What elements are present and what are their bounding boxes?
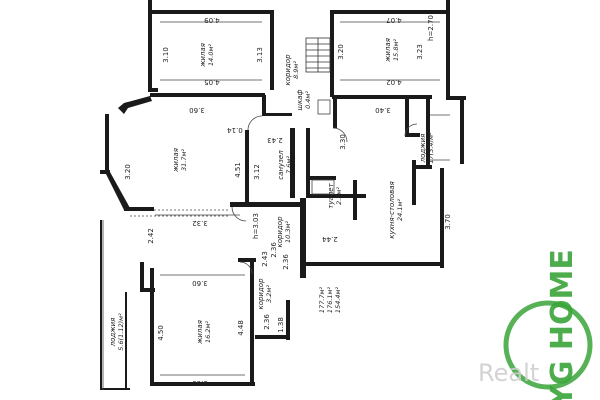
room-area: 2.5м² [335,187,343,205]
brand-circle [503,300,593,390]
room-loggia-right: лоджия 17(3.4)м² [419,132,435,164]
brand-text: YG HOME [545,249,580,400]
dimension: 3.10 [162,47,170,63]
ceiling-height: h=3.03 [252,213,260,239]
room-area: 17(3.4)м² [427,132,435,164]
dimension: 2.36 [282,254,290,270]
room-living-large: жилая 31.7м² [172,148,188,173]
dimension: 4.48 [237,320,245,336]
total-area-1: 177.7м² [318,287,326,314]
dimension: 2.44 [322,235,338,243]
room-name: шкаф [296,90,304,111]
dimension: 3.20 [337,44,345,60]
room-name: жилая [172,148,180,173]
room-bedroom-right-top: жилая 15.8м² [384,38,400,63]
room-name: жилая [384,38,392,63]
room-closet: шкаф 0.4м² [296,90,312,111]
room-area: 31.7м² [180,149,188,171]
room-name: кухня-столовая [388,181,396,238]
room-corridor-top: коридор 8.9м² [284,54,300,86]
brand-watermark: YG HOME [503,249,593,400]
dimension: 3.23 [416,44,424,60]
dimension: 3.32 [192,219,208,227]
dimension: 3.40 [375,106,391,114]
room-name: жилая [199,43,207,68]
room-area: 10.3м² [284,221,292,243]
walls [100,0,466,390]
room-toilet: туалет 2.5м² [327,182,343,208]
dimension: 4.51 [234,162,242,178]
dimension: 2.36 [263,314,271,330]
room-area: 0.4м² [304,91,312,109]
dimension: 2.43 [267,136,283,144]
dimension: 3.12 [253,164,261,180]
dimension: 3.60 [192,379,208,387]
dimension: 3.60 [192,279,208,287]
room-corridor-low: коридор 3.2м² [257,278,273,310]
room-name: лоджия [419,134,427,164]
area-totals: 177.7м² 176.1м² 154.4м² [318,287,342,314]
room-name: туалет [327,182,335,208]
dimension: 4.07 [386,16,402,24]
room-name: коридор [284,54,292,86]
dimension: 4.50 [157,325,165,341]
room-area: 16.2м² [204,321,212,343]
total-area-2: 176.1м² [326,287,334,314]
room-area: 7.6м² [285,156,293,174]
room-bedroom-bottom: жилая 16.2м² [196,320,212,345]
dimension: 2.42 [147,228,155,244]
room-name: санузел [277,150,285,180]
room-area: 8.9м² [292,61,300,79]
dimension: 0.14 [227,126,243,134]
dimension: 3.30 [339,134,347,150]
room-area: 24.1м² [396,199,404,221]
room-area: 15.8м² [392,39,400,61]
room-loggia-left: лоджия 5.6(1.12)м² [109,313,125,351]
dimension: 4.05 [204,78,220,86]
dimension: 3.60 [189,106,205,114]
room-name: коридор [257,278,265,310]
dimension: 3.20 [124,164,132,180]
dimension: 4.09 [204,16,220,24]
room-name: жилая [196,320,204,345]
room-bedroom-top: жилая 14.0м² [199,43,215,68]
room-area: 3.2м² [265,285,273,303]
room-name: коридор [276,216,284,248]
thin-lines [102,21,450,390]
room-area: 5.6(1.12)м² [117,313,125,351]
dimension: 3.13 [256,47,264,63]
dimension-labels: 4.09 4.07 3.10 3.13 3.20 3.23 4.05 4.02 … [124,15,452,387]
dimension: 3.70 [444,214,452,230]
total-area-3: 154.4м² [334,287,342,314]
room-kitchen: кухня-столовая 24.1м² [388,181,404,238]
dimension: 1.38 [277,317,285,333]
dimension: 4.02 [386,78,402,86]
dimension: 2.43 [261,251,269,267]
site-watermark: Realt [478,359,539,387]
room-area: 14.0м² [207,44,215,66]
room-name: лоджия [109,318,117,348]
room-bathroom: санузел 7.6м² [277,150,293,180]
stairs [305,37,331,73]
dimension: 2.36 [270,242,278,258]
room-corridor-mid: коридор 10.3м² [276,216,292,248]
ceiling-height: h=2.70 [427,15,435,41]
